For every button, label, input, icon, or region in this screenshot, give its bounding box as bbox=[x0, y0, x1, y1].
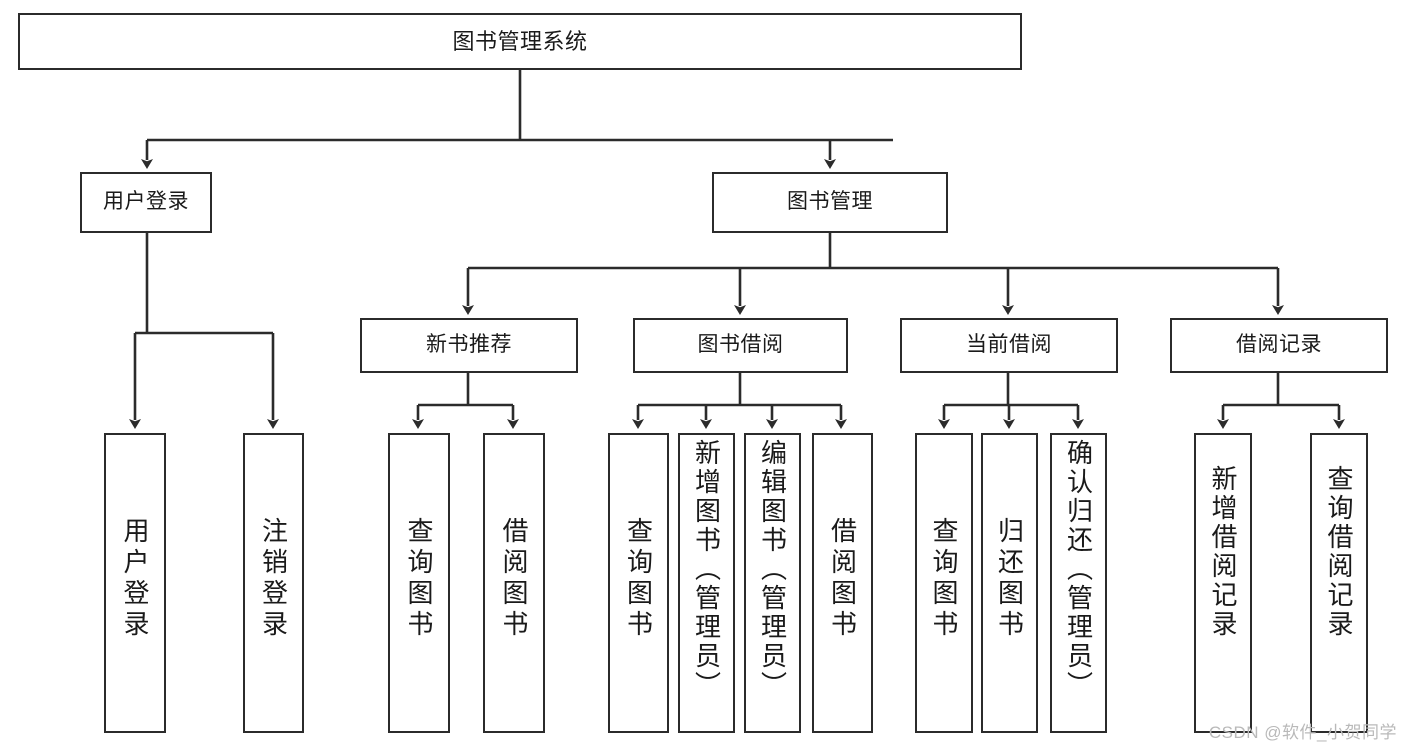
node-new-book-recommend-label: 新书推荐 bbox=[426, 333, 512, 357]
leaf-borrow-book-2[interactable]: 借阅图书 bbox=[812, 433, 873, 733]
node-borrow-record[interactable]: 借阅记录 bbox=[1170, 318, 1388, 373]
leaf-query-record[interactable]: 查询借阅记录 bbox=[1310, 433, 1368, 733]
leaf-query-book-2-label: 查询图书 bbox=[623, 517, 654, 641]
leaf-borrow-book-1[interactable]: 借阅图书 bbox=[483, 433, 545, 733]
leaf-query-book-1-label: 查询图书 bbox=[404, 517, 434, 641]
leaf-return-book-label: 归还图书 bbox=[994, 517, 1025, 641]
node-borrow-record-label: 借阅记录 bbox=[1236, 333, 1322, 357]
node-new-book-recommend[interactable]: 新书推荐 bbox=[360, 318, 578, 373]
node-book-borrow[interactable]: 图书借阅 bbox=[633, 318, 848, 373]
leaf-edit-book-label: 编辑图书（管理员） bbox=[757, 439, 788, 700]
node-current-borrow-label: 当前借阅 bbox=[966, 333, 1052, 357]
leaf-logout[interactable]: 注销登录 bbox=[243, 433, 304, 733]
leaf-logout-label: 注销登录 bbox=[258, 517, 289, 641]
leaf-add-book[interactable]: 新增图书（管理员） bbox=[678, 433, 735, 733]
node-user-login-label: 用户登录 bbox=[103, 190, 189, 214]
node-current-borrow[interactable]: 当前借阅 bbox=[900, 318, 1118, 373]
node-book-borrow-label: 图书借阅 bbox=[697, 333, 784, 357]
leaf-user-login-label: 用户登录 bbox=[120, 517, 150, 641]
leaf-user-login[interactable]: 用户登录 bbox=[104, 433, 166, 733]
leaf-add-record[interactable]: 新增借阅记录 bbox=[1194, 433, 1252, 733]
leaf-borrow-book-2-label: 借阅图书 bbox=[827, 517, 858, 641]
node-root-label: 图书管理系统 bbox=[452, 28, 588, 54]
node-user-login[interactable]: 用户登录 bbox=[80, 172, 212, 233]
leaf-edit-book[interactable]: 编辑图书（管理员） bbox=[744, 433, 801, 733]
leaf-confirm-return-label: 确认归还（管理员） bbox=[1063, 439, 1094, 700]
leaf-return-book[interactable]: 归还图书 bbox=[981, 433, 1038, 733]
leaf-query-book-2[interactable]: 查询图书 bbox=[608, 433, 669, 733]
node-root[interactable]: 图书管理系统 bbox=[18, 13, 1022, 70]
leaf-borrow-book-1-label: 借阅图书 bbox=[499, 517, 529, 641]
leaf-query-record-label: 查询借阅记录 bbox=[1324, 465, 1354, 639]
node-book-manage-label: 图书管理 bbox=[787, 190, 873, 214]
leaf-add-record-label: 新增借阅记录 bbox=[1208, 465, 1238, 639]
leaf-confirm-return[interactable]: 确认归还（管理员） bbox=[1050, 433, 1107, 733]
watermark: CSDN @软件_小贺同学 bbox=[1208, 723, 1397, 742]
leaf-query-book-1[interactable]: 查询图书 bbox=[388, 433, 450, 733]
node-book-manage[interactable]: 图书管理 bbox=[712, 172, 948, 233]
leaf-query-book-3-label: 查询图书 bbox=[929, 517, 959, 641]
leaf-query-book-3[interactable]: 查询图书 bbox=[915, 433, 973, 733]
leaf-add-book-label: 新增图书（管理员） bbox=[691, 439, 722, 700]
